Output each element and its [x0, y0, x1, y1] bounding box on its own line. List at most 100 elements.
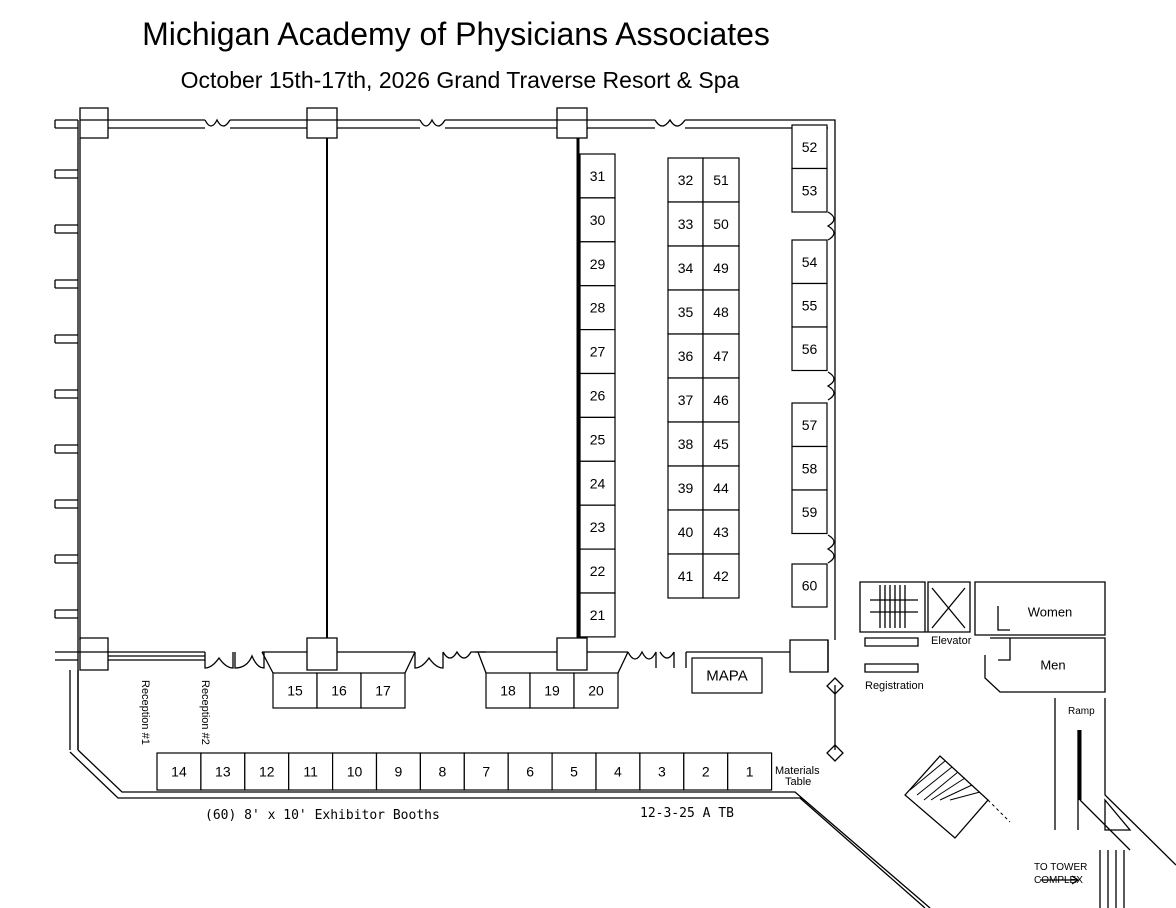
tower-label-1: TO TOWER	[1034, 862, 1087, 873]
booth-42	[702, 553, 740, 599]
booth-5	[551, 752, 597, 791]
booth-number: 46	[713, 392, 729, 408]
booth-number: 56	[802, 341, 818, 357]
booth-number: 12	[259, 764, 275, 780]
booth-number: 31	[590, 168, 606, 184]
booth-number: 28	[590, 300, 606, 316]
booth-number: 30	[590, 212, 606, 228]
tower-label-2: COMPLEX	[1034, 875, 1083, 886]
booth-number: 5	[570, 764, 578, 780]
booth-54	[791, 239, 828, 285]
booth-number: 6	[526, 764, 534, 780]
booth-2	[683, 752, 729, 791]
booth-number: 15	[287, 683, 303, 699]
booth-number: 44	[713, 480, 729, 496]
booth-number: 25	[590, 431, 606, 447]
booth-23	[579, 504, 616, 550]
booth-29	[579, 241, 616, 287]
booth-number: 19	[544, 683, 560, 699]
booth-33	[667, 201, 704, 247]
booth-number: 43	[713, 524, 729, 540]
booth-60	[791, 563, 828, 608]
booth-number: 10	[347, 764, 363, 780]
booth-number: 45	[713, 436, 729, 452]
booth-48	[702, 289, 740, 335]
booth-number: 16	[331, 683, 347, 699]
booth-number: 20	[588, 683, 604, 699]
booth-45	[702, 421, 740, 467]
booth-18	[485, 672, 531, 709]
booth-32	[667, 157, 704, 203]
booth-56	[791, 326, 828, 372]
booth-number: 60	[802, 578, 818, 594]
booth-number: 3	[658, 764, 666, 780]
booth-31	[579, 153, 616, 199]
booth-number: 50	[713, 216, 729, 232]
booth-58	[791, 445, 828, 491]
booth-53	[791, 167, 828, 213]
revision-note: 12-3-25 A TB	[640, 806, 734, 821]
booth-number: 1	[746, 764, 754, 780]
booth-21	[579, 592, 616, 638]
registration-label: Registration	[865, 680, 924, 692]
booth-number: 51	[713, 172, 729, 188]
booth-number: 38	[678, 436, 694, 452]
booth-39	[667, 465, 704, 511]
mapa-box	[691, 657, 763, 694]
booth-28	[579, 285, 616, 331]
booth-3	[639, 752, 685, 791]
men-label: Men	[1040, 658, 1065, 673]
booth-number: 41	[678, 568, 694, 584]
page-subtitle: October 15th-17th, 2026 Grand Traverse R…	[181, 67, 740, 93]
booth-number: 55	[802, 297, 818, 313]
materials-label-1: Materials	[775, 765, 820, 777]
booth-number: 11	[303, 764, 318, 780]
booth-50	[702, 201, 740, 247]
booth-number: 47	[713, 348, 729, 364]
booth-number: 33	[678, 216, 694, 232]
booth-59	[791, 489, 828, 535]
booth-24	[579, 460, 616, 506]
booth-number: 21	[590, 607, 606, 623]
booth-number: 8	[438, 764, 446, 780]
booth-30	[579, 197, 616, 243]
booth-number: 2	[702, 764, 710, 780]
booth-38	[667, 421, 704, 467]
booth-number: 4	[614, 764, 622, 780]
booth-number: 9	[395, 764, 403, 780]
booth-number: 58	[802, 460, 818, 476]
mapa-label: MAPA	[706, 668, 747, 685]
booth-number: 22	[590, 563, 606, 579]
booth-number: 13	[215, 764, 231, 780]
booth-41	[667, 553, 704, 599]
reception-2-label: Reception #2	[199, 680, 211, 745]
booth-10	[332, 752, 378, 791]
booth-number: 42	[713, 568, 729, 584]
booth-number: 35	[678, 304, 694, 320]
booth-43	[702, 509, 740, 555]
booth-number: 39	[678, 480, 694, 496]
booth-19	[529, 672, 575, 709]
booth-51	[702, 157, 740, 203]
booth-number: 59	[802, 504, 818, 520]
booth-number: 18	[500, 683, 516, 699]
booth-14	[156, 752, 202, 791]
booth-9	[375, 752, 422, 791]
booth-number: 48	[713, 304, 729, 320]
booth-number: 40	[678, 524, 694, 540]
booth-number: 17	[375, 683, 391, 699]
booth-15	[272, 672, 318, 709]
elevator-label: Elevator	[931, 635, 972, 647]
walls	[54, 107, 1176, 908]
ramp-label: Ramp	[1068, 706, 1095, 717]
booth-7	[463, 752, 509, 791]
left-wall-studs	[54, 169, 78, 619]
booth-1	[727, 752, 773, 791]
booth-number: 29	[590, 256, 606, 272]
booth-number: 53	[802, 182, 818, 198]
booth-number: 37	[678, 392, 694, 408]
booth-17	[360, 672, 406, 709]
booth-number: 27	[590, 344, 606, 360]
booth-20	[573, 672, 619, 709]
